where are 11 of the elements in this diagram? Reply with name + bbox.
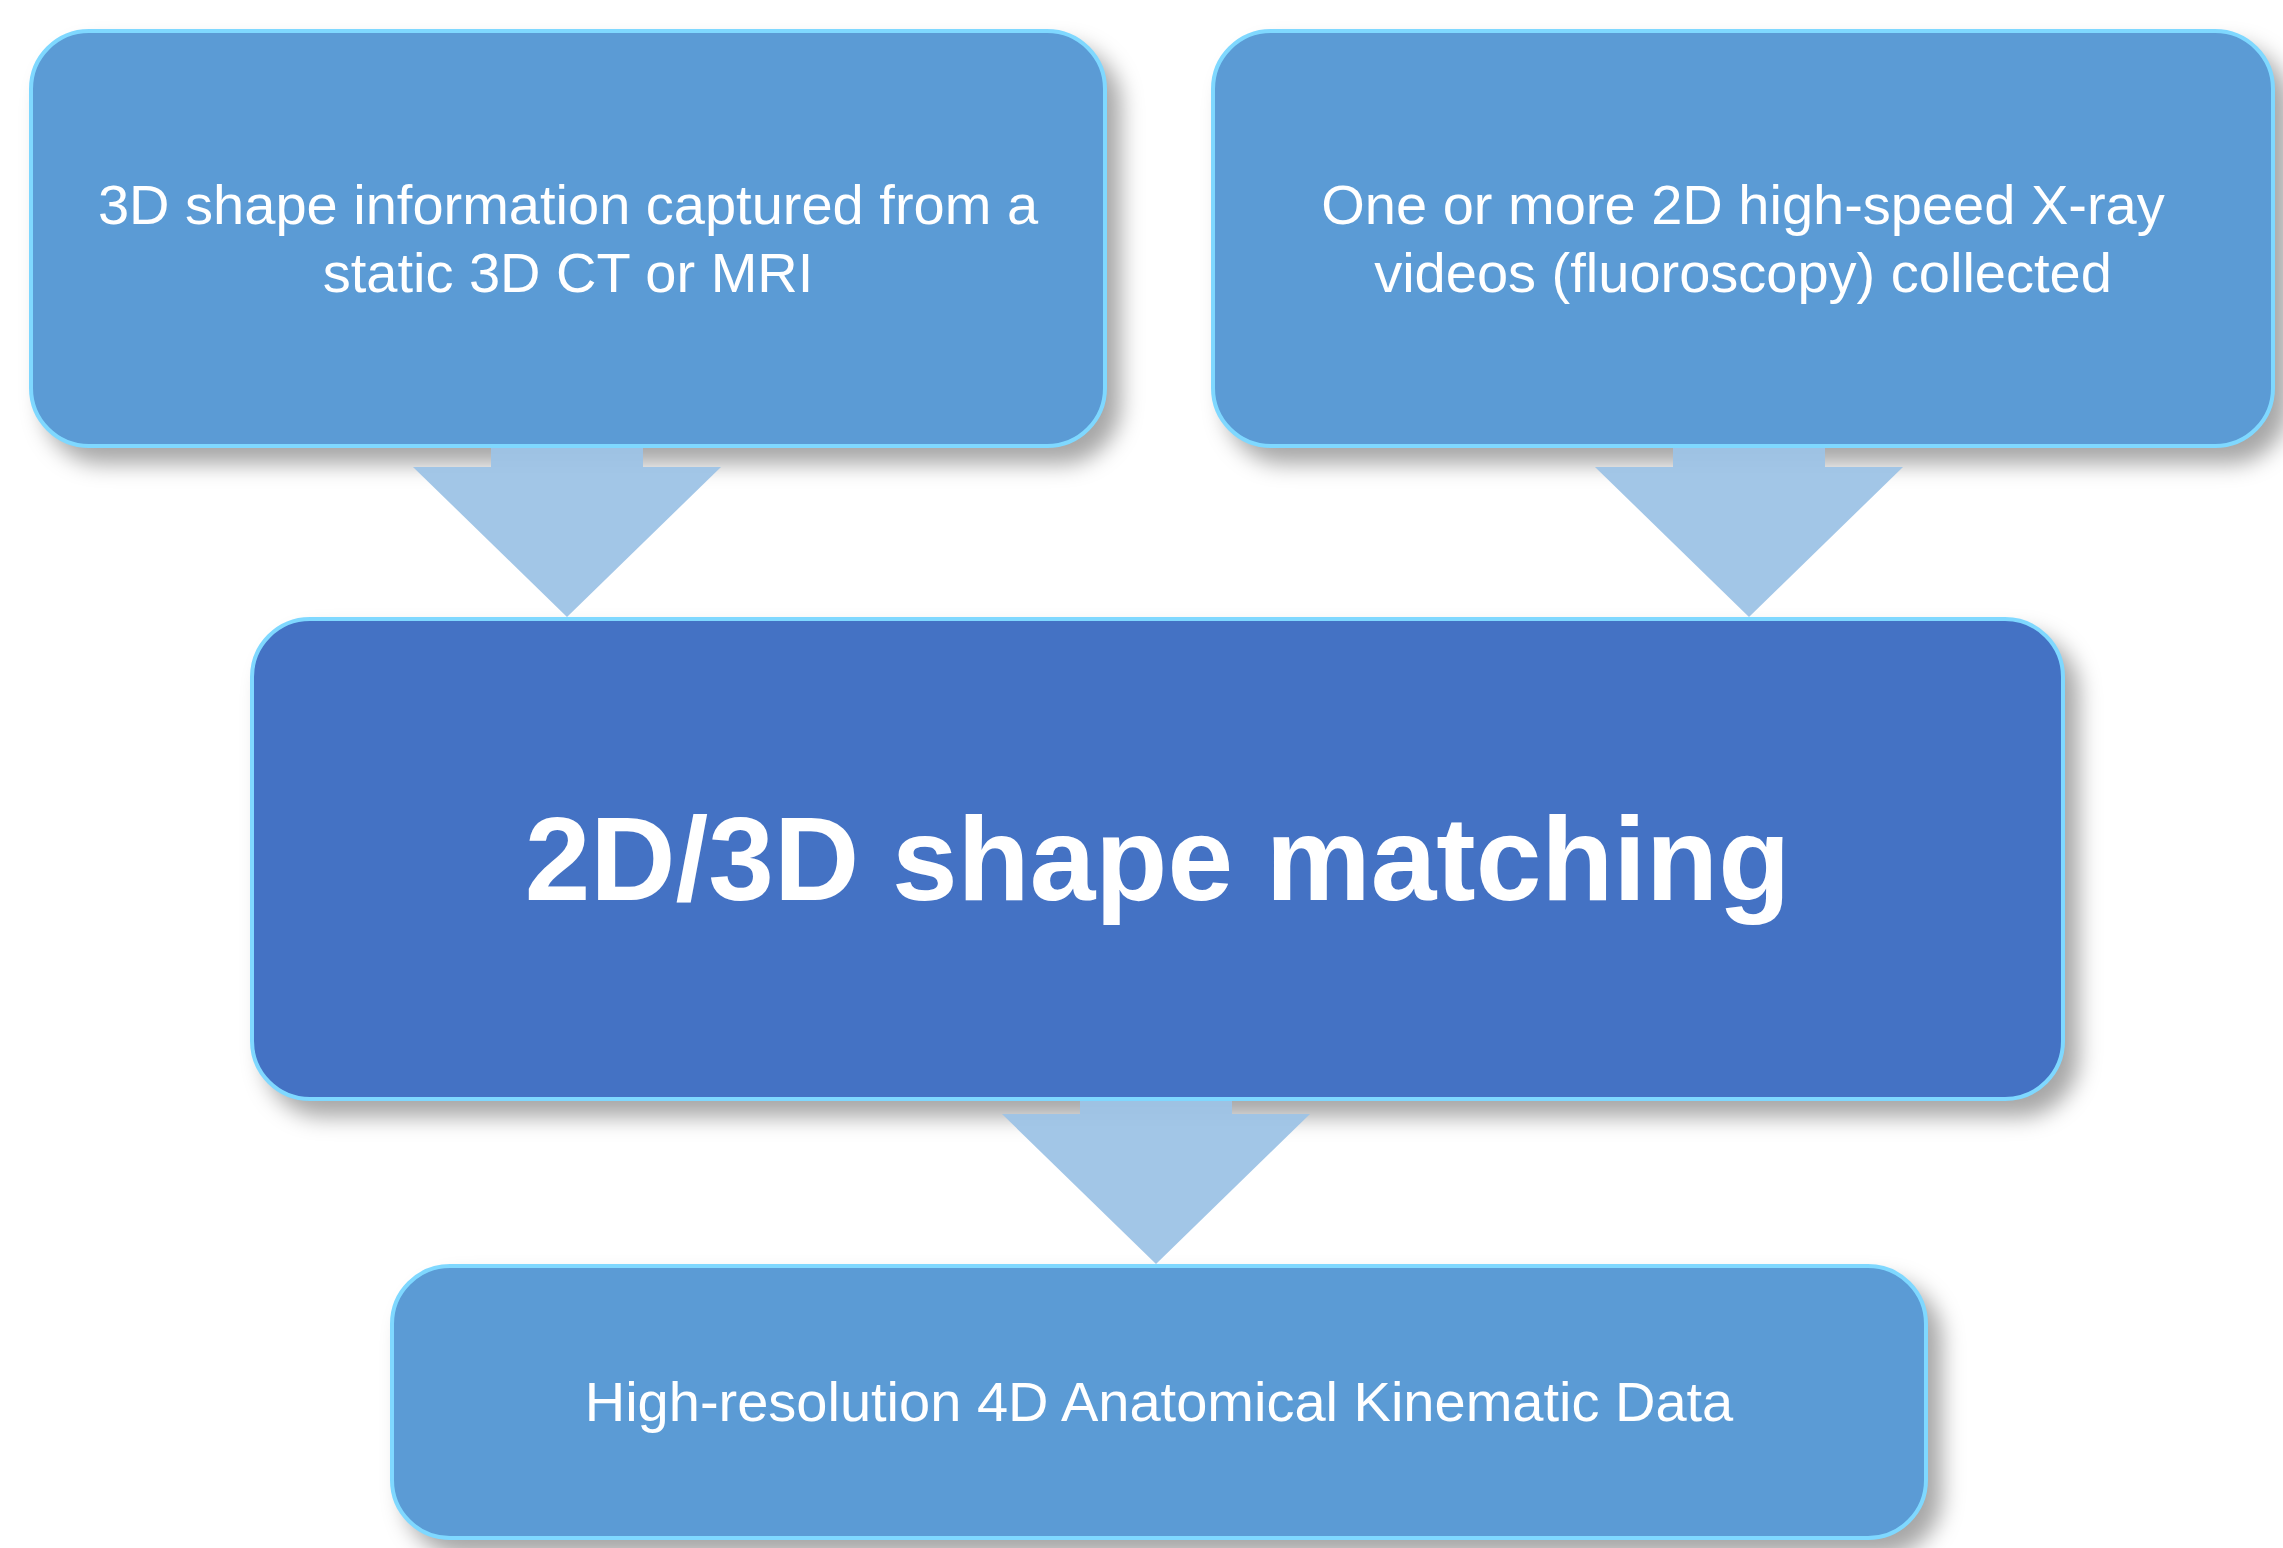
box-label: 2D/3D shape matching (523, 791, 1792, 927)
block-arrow (413, 448, 721, 617)
process-box (29, 29, 1107, 448)
box-label: High-resolution 4D Anatomical Kinematic Data (583, 1369, 1735, 1435)
process-box (390, 1264, 1928, 1540)
box-label: One or more 2D high-speed X-ray videos (fluoroscopy) collected (1320, 172, 2166, 306)
box-label: 3D shape information captured from a static 3D CT or MRI (96, 172, 1040, 306)
process-box (250, 617, 2065, 1101)
process-box (1211, 29, 2275, 448)
block-arrow (1002, 1101, 1310, 1264)
block-arrow (1595, 448, 1903, 617)
